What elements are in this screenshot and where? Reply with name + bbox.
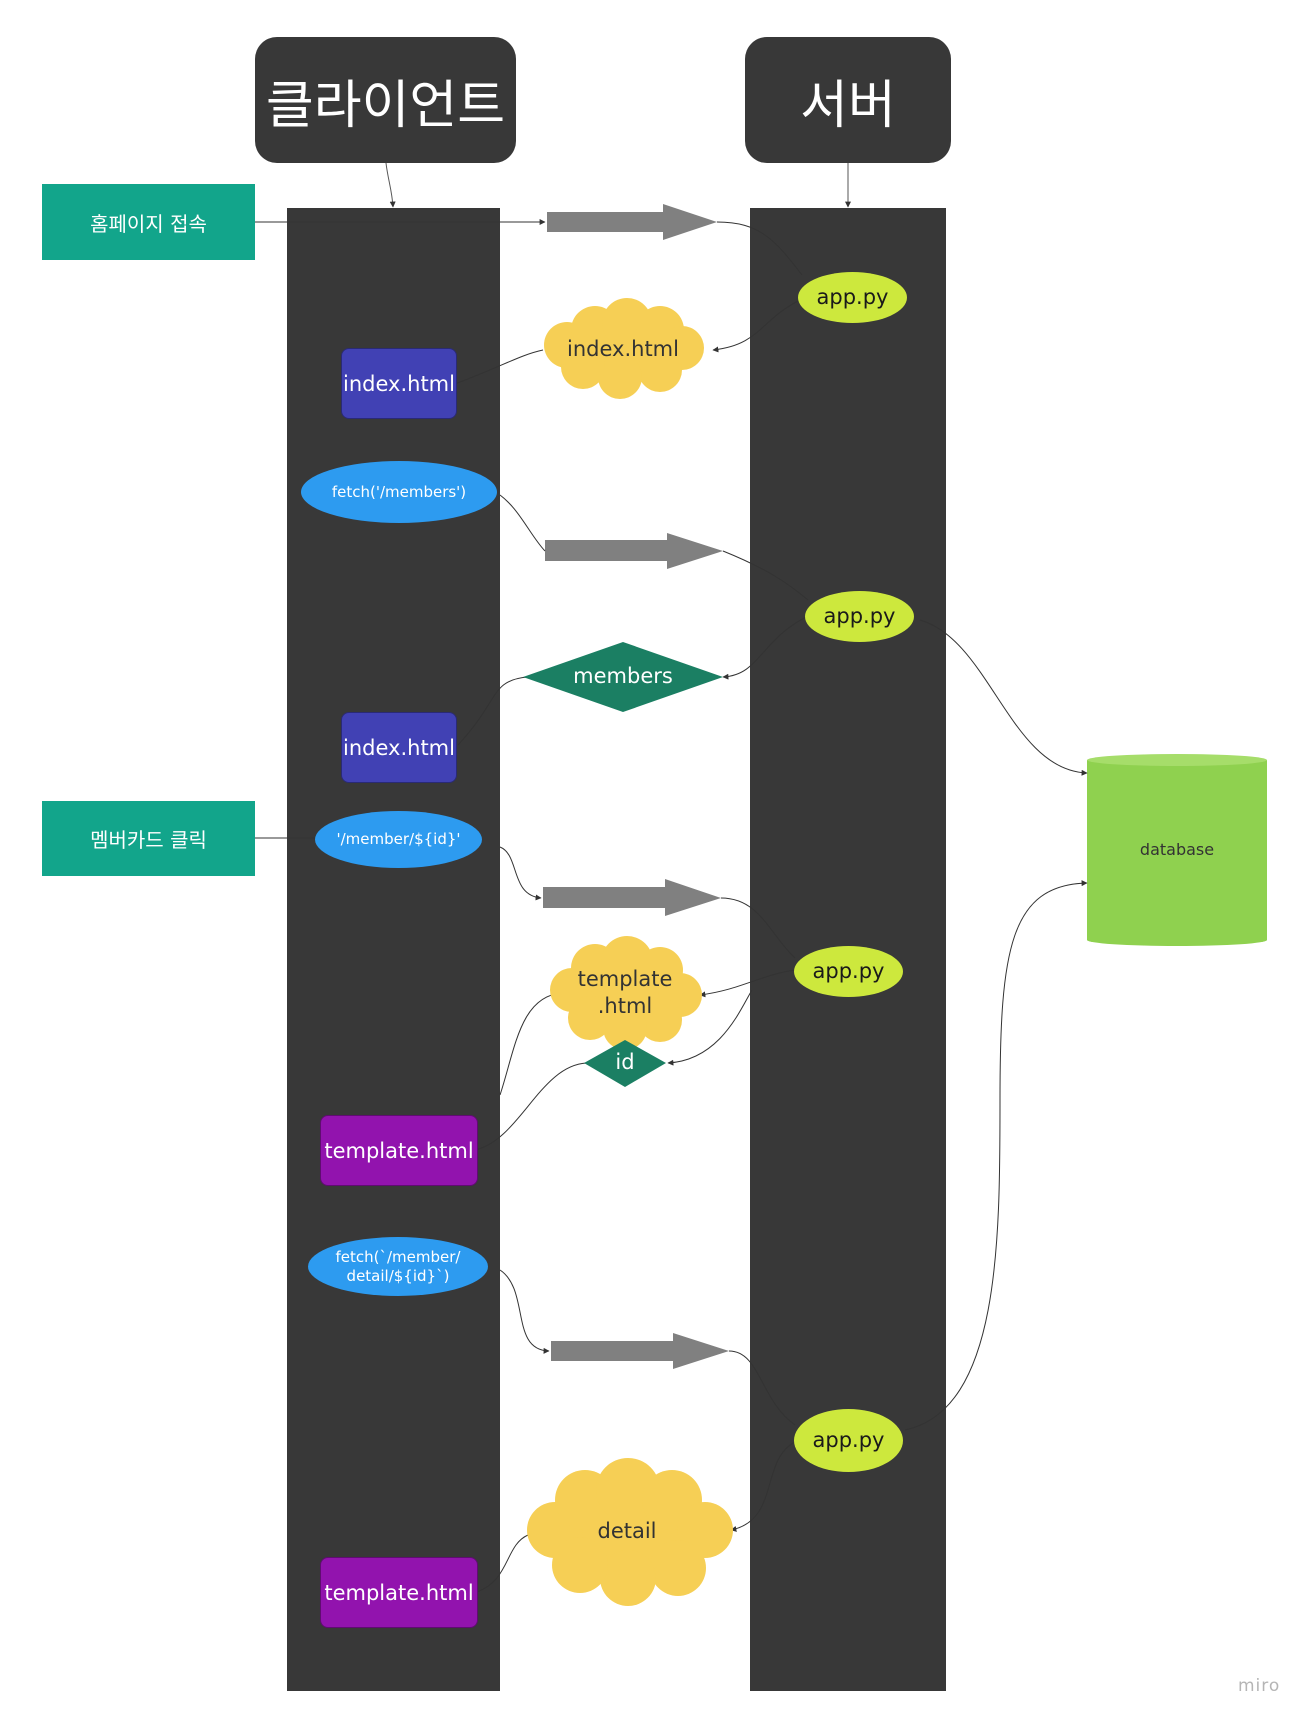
app-py-4: app.py [794, 1409, 903, 1472]
client-header: 클라이언트 [255, 37, 516, 163]
miro-watermark: miro [1238, 1676, 1281, 1696]
fetch-detail-line2: detail/${id}`) [346, 1266, 450, 1285]
index-html-cloud [544, 298, 704, 399]
template-html-box-2: template.html [320, 1557, 478, 1628]
template-html-box-1-label: template.html [324, 1138, 474, 1163]
index-html-cloud-label: index.html [567, 337, 679, 362]
visit-homepage-label: 홈페이지 접속 [90, 211, 207, 236]
click-member-card-label: 멤버카드 클릭 [90, 828, 207, 852]
visit-homepage-action: 홈페이지 접속 [42, 184, 255, 260]
index-html-box-1-label: index.html [343, 371, 455, 396]
app-py-3: app.py [794, 946, 903, 997]
fetch-members-label: fetch('/members') [331, 482, 467, 501]
server-header: 서버 [745, 37, 951, 163]
request-arrow-1 [547, 204, 717, 240]
template-html-cloud [550, 936, 702, 1050]
member-id-path-label: '/member/${id}' [336, 830, 461, 849]
app-py-1: app.py [798, 272, 907, 323]
members-diamond-label: members [573, 664, 673, 689]
template-cloud-line2: .html [597, 994, 653, 1018]
client-lane [287, 208, 500, 1691]
request-arrow-2 [545, 533, 723, 569]
id-diamond [584, 1040, 666, 1087]
request-arrow-3 [543, 879, 721, 916]
members-diamond [523, 642, 723, 712]
detail-cloud [527, 1458, 733, 1606]
click-member-card-action: 멤버카드 클릭 [42, 801, 255, 876]
template-cloud-line1: template [577, 966, 673, 991]
app-py-4-label: app.py [812, 1428, 885, 1453]
client-header-label: 클라이언트 [265, 75, 506, 136]
id-diamond-label: id [615, 1050, 635, 1075]
server-header-label: 서버 [800, 75, 896, 136]
template-cloud-label: template .html [560, 963, 690, 1023]
index-html-box-2: index.html [341, 712, 457, 783]
fetch-detail-line1: fetch(`/member/ [335, 1247, 461, 1266]
detail-cloud-label: detail [597, 1519, 657, 1544]
template-html-box-2-label: template.html [324, 1580, 474, 1605]
app-py-2-label: app.py [823, 604, 896, 629]
request-arrow-4 [551, 1333, 729, 1369]
index-html-box-1: index.html [341, 348, 457, 419]
template-html-box-1: template.html [320, 1115, 478, 1186]
index-html-box-2-label: index.html [343, 735, 455, 760]
fetch-detail-ellipse: fetch(`/member/ detail/${id}`) [308, 1237, 488, 1296]
fetch-members-ellipse: fetch('/members') [301, 461, 497, 523]
member-id-path-ellipse: '/member/${id}' [315, 811, 482, 868]
database-label: database [1139, 839, 1215, 859]
app-py-2: app.py [805, 591, 914, 642]
app-py-3-label: app.py [812, 959, 885, 984]
app-py-1-label: app.py [816, 285, 889, 310]
